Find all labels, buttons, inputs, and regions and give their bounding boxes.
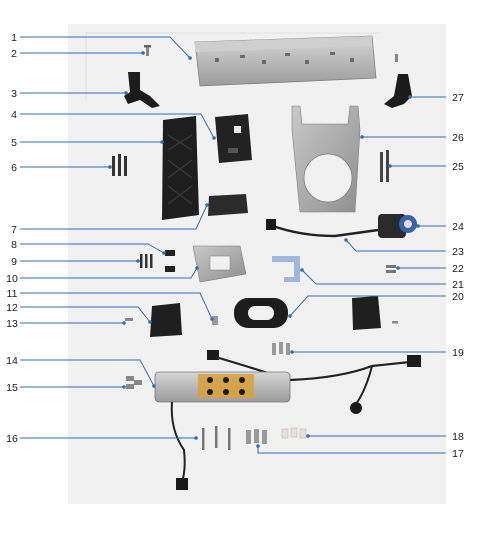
leader-3 xyxy=(20,91,128,95)
part-19-springs xyxy=(272,342,290,355)
part-17-springs xyxy=(246,429,267,444)
part-20-gasket xyxy=(234,298,288,328)
callout-labels-right: 17 18 19 20 21 22 23 24 25 26 27 xyxy=(452,92,464,460)
part-9-screws xyxy=(140,254,153,268)
callout-15: 15 xyxy=(6,382,18,394)
part-21-clip xyxy=(272,256,300,282)
leader-6 xyxy=(20,165,112,169)
leader-24 xyxy=(416,224,446,228)
callout-23: 23 xyxy=(452,246,464,258)
part-13-screw xyxy=(125,318,133,321)
callout-21: 21 xyxy=(452,279,464,291)
leader-16 xyxy=(20,436,198,440)
callout-5: 5 xyxy=(11,137,17,149)
callout-11: 11 xyxy=(7,288,18,300)
part-24-connector xyxy=(266,214,417,238)
leader-5 xyxy=(20,140,164,144)
leader-10 xyxy=(20,266,199,279)
leader-18 xyxy=(306,434,446,438)
leader-27 xyxy=(408,95,446,99)
callout-25: 25 xyxy=(452,161,464,173)
part-16-cable xyxy=(170,401,188,490)
part-26-grey-bracket xyxy=(291,105,361,213)
leader-7 xyxy=(20,203,209,230)
leader-4 xyxy=(20,113,216,140)
part-22-screws xyxy=(386,265,396,273)
callout-8: 8 xyxy=(11,239,17,251)
part-11-spring xyxy=(212,316,218,325)
leader-lines xyxy=(20,36,216,440)
leader-9 xyxy=(20,259,140,263)
ruler-marking xyxy=(85,32,380,100)
part-8-clips xyxy=(165,250,175,256)
leader-22 xyxy=(396,266,446,270)
callout-4: 4 xyxy=(11,109,17,121)
part-12-block xyxy=(150,303,182,337)
leader-lines-right xyxy=(256,95,446,454)
callout-6: 6 xyxy=(11,162,17,174)
callout-14: 14 xyxy=(6,355,18,367)
part-1-metal-rail xyxy=(194,35,377,87)
callout-3: 3 xyxy=(11,88,17,100)
part-25-screws xyxy=(380,150,389,182)
leader-1 xyxy=(20,36,192,60)
photo-background xyxy=(68,24,446,504)
leader-15 xyxy=(20,385,126,389)
leader-25 xyxy=(388,164,446,168)
leader-8 xyxy=(20,243,166,255)
callout-26: 26 xyxy=(452,132,464,144)
callout-19: 19 xyxy=(452,347,464,359)
callout-7: 7 xyxy=(11,224,17,236)
part-14-mechanism xyxy=(154,350,421,414)
callout-2: 2 xyxy=(11,48,17,60)
callout-13: 13 xyxy=(6,318,18,330)
part-4-plate xyxy=(215,114,252,163)
callout-22: 22 xyxy=(452,263,464,275)
callout-17: 17 xyxy=(452,448,464,460)
callout-10: 10 xyxy=(6,273,18,285)
callout-16: 16 xyxy=(6,433,18,445)
callout-9: 9 xyxy=(11,256,17,268)
callout-12: 12 xyxy=(6,302,18,314)
part-8-clip-lower xyxy=(165,266,175,272)
callout-24: 24 xyxy=(452,221,464,233)
leader-21 xyxy=(300,268,446,285)
callout-20: 20 xyxy=(452,291,464,303)
part-screw-top-right xyxy=(395,54,398,62)
part-15-screws xyxy=(126,376,142,389)
part-5-frame xyxy=(162,116,199,220)
leader-11 xyxy=(20,292,214,321)
part-2-screw xyxy=(144,45,151,56)
callout-18: 18 xyxy=(452,431,464,443)
leader-23 xyxy=(344,238,446,252)
part-block-right xyxy=(352,296,381,330)
part-27-right-bracket xyxy=(384,74,412,108)
leader-19 xyxy=(290,350,446,354)
leader-14 xyxy=(20,359,156,388)
part-7-pad xyxy=(208,194,248,216)
callout-labels-left: 1 2 3 4 5 6 7 8 9 10 11 12 13 14 15 16 xyxy=(6,32,18,445)
leader-2 xyxy=(20,51,145,55)
part-3-left-bracket xyxy=(124,72,160,108)
part-tiny-screw-right xyxy=(392,321,398,324)
leader-20 xyxy=(288,295,446,318)
leader-13 xyxy=(20,321,126,325)
callout-1: 1 xyxy=(11,32,17,44)
leader-26 xyxy=(360,135,446,139)
part-18-caps xyxy=(281,427,307,439)
part-6-screws xyxy=(112,154,127,176)
part-long-screws xyxy=(202,426,231,450)
callout-27: 27 xyxy=(452,92,464,104)
part-10-bracket xyxy=(192,245,247,283)
leader-17 xyxy=(256,444,446,454)
leader-12 xyxy=(20,306,152,324)
